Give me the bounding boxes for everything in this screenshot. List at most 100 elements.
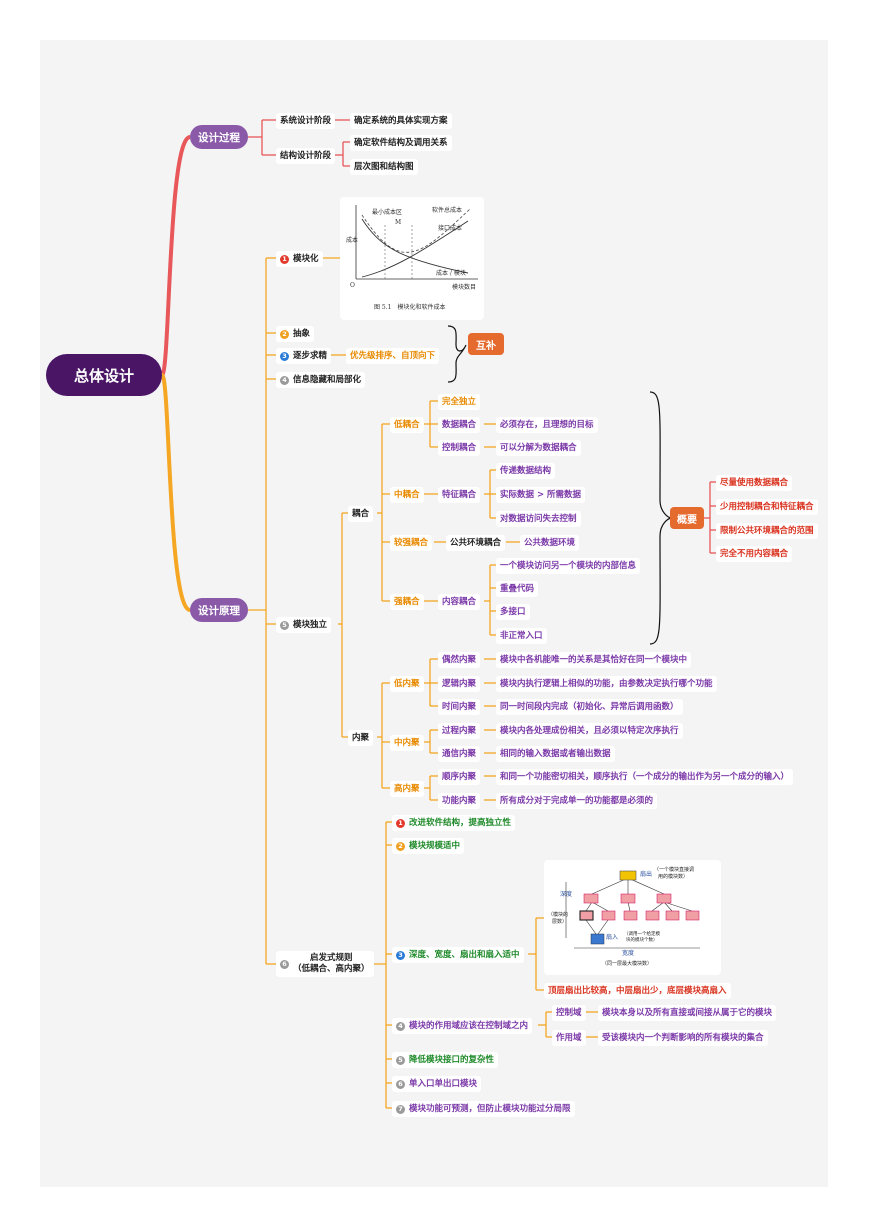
rule-label: 模块规模适中 <box>409 841 461 851</box>
logical-cohesion-desc[interactable]: 模块内执行逻辑上相似的功能，由参数决定执行哪个功能 <box>496 676 717 692</box>
rule-2[interactable]: 2 模块规模适中 <box>392 838 465 854</box>
stage-structure-child-1[interactable]: 确定软件结构及调用关系 <box>350 135 452 151</box>
strong-coupling[interactable]: 强耦合 <box>390 594 424 610</box>
stamp-item-3[interactable]: 对数据访问失去控制 <box>496 511 581 527</box>
number-badge: 6 <box>396 1080 405 1089</box>
principle-label: 抽象 <box>293 329 311 339</box>
fanout-note-2: 用的模块数） <box>658 873 688 880</box>
full-independence[interactable]: 完全独立 <box>438 394 481 410</box>
rule-3-note[interactable]: 顶层扇出比较高，中层扇出少，底层模块高扇入 <box>544 983 731 999</box>
functional-cohesion[interactable]: 功能内聚 <box>438 793 481 809</box>
control-domain[interactable]: 控制域 <box>552 1005 586 1021</box>
principle-module-independence[interactable]: 5 模块独立 <box>276 617 332 633</box>
module-cost-label: 成本 / 模块 <box>436 269 466 277</box>
functional-cohesion-desc[interactable]: 所有成分对于完成单一的功能都是必须的 <box>496 793 658 809</box>
temporal-cohesion-desc[interactable]: 同一时间段内完成（初始化、异常后调用函数） <box>496 699 683 715</box>
content-item-1[interactable]: 一个模块访问另一个模块的内部信息 <box>496 558 641 574</box>
fanout-label: 扇出 <box>640 870 652 878</box>
coupling-node[interactable]: 耦合 <box>348 506 374 522</box>
rule-label: 模块功能可预测，但防止模块功能过分局限 <box>409 1104 571 1114</box>
procedural-cohesion[interactable]: 过程内聚 <box>438 723 481 739</box>
rule-6[interactable]: 6 单入口单出口模块 <box>392 1076 482 1092</box>
stage-structure-design[interactable]: 结构设计阶段 <box>276 148 336 164</box>
data-coupling-desc[interactable]: 必须存在，且理想的目标 <box>496 417 598 433</box>
control-coupling[interactable]: 控制耦合 <box>438 440 481 456</box>
common-coupling[interactable]: 公共环境耦合 <box>446 535 506 551</box>
width-label: 宽度 <box>622 949 634 957</box>
sequential-cohesion-desc[interactable]: 和同一个功能密切相关，顺序执行（一个成分的输出作为另一个成分的输入） <box>496 769 794 785</box>
rule-label: 单入口单出口模块 <box>409 1079 478 1089</box>
summary-item-3[interactable]: 限制公共环境耦合的范围 <box>716 523 818 539</box>
stage-system-design[interactable]: 系统设计阶段 <box>276 113 336 129</box>
control-domain-desc[interactable]: 模块本身以及所有直接或间接从属于它的模块 <box>598 1005 777 1021</box>
number-badge: 2 <box>396 842 405 851</box>
depth-label: 深度 <box>560 890 572 898</box>
stage-structure-child-2[interactable]: 层次图和结构图 <box>350 159 418 175</box>
content-item-3[interactable]: 多接口 <box>496 604 530 620</box>
number-badge: 1 <box>396 819 405 828</box>
content-coupling[interactable]: 内容耦合 <box>438 594 481 610</box>
structure-chart-figure: 扇出 （一个模块直接调 用的模块数） 深度 （模块的 层数） 扇入 （调用一个给… <box>544 860 721 975</box>
width-note: （同一层最大模块数） <box>602 960 652 967</box>
fanin-note-1: （调用一个给定模 <box>624 930 660 937</box>
sequential-cohesion[interactable]: 顺序内聚 <box>438 769 481 785</box>
low-coupling[interactable]: 低耦合 <box>390 417 424 433</box>
summary-item-4[interactable]: 完全不用内容耦合 <box>716 546 793 562</box>
stronger-coupling[interactable]: 较强耦合 <box>390 535 433 551</box>
m-label: M <box>395 219 401 226</box>
procedural-cohesion-desc[interactable]: 模块内各处理成份相关，且必须以特定次序执行 <box>496 723 683 739</box>
stamp-coupling[interactable]: 特征耦合 <box>438 487 481 503</box>
fanout-note-1: （一个模块直接调 <box>654 866 694 873</box>
summary-tag[interactable]: 概要 <box>670 507 704 529</box>
principle-heuristic-rules[interactable]: 6 启发式规则 （低耦合、高内聚） <box>276 951 374 977</box>
coincidental-cohesion[interactable]: 偶然内聚 <box>438 652 481 668</box>
number-badge: 6 <box>280 959 289 969</box>
coincidental-cohesion-desc[interactable]: 模块中各机能唯一的关系是其恰好在同一个模块中 <box>496 652 692 668</box>
logical-cohesion[interactable]: 逻辑内聚 <box>438 676 481 692</box>
refinement-detail[interactable]: 优先级排序、自顶向下 <box>346 348 440 364</box>
cost-chart: 最小成本区 M 软件总成本 接口成本 成本 / 模块 成本 模块数目 O 图 5… <box>346 205 478 311</box>
mid-cohesion[interactable]: 中内聚 <box>390 735 424 751</box>
low-cohesion[interactable]: 低内聚 <box>390 676 424 692</box>
complement-tag[interactable]: 互补 <box>468 333 504 355</box>
scope-domain-desc[interactable]: 受该模块内一个判断影响的所有模块的集合 <box>598 1030 768 1046</box>
summary-item-2[interactable]: 少用控制耦合和特征耦合 <box>716 499 818 515</box>
stage-system-design-child[interactable]: 确定系统的具体实现方案 <box>350 113 452 129</box>
mid-coupling[interactable]: 中耦合 <box>390 487 424 503</box>
summary-item-1[interactable]: 尽量使用数据耦合 <box>716 475 793 491</box>
structure-chart: 扇出 （一个模块直接调 用的模块数） 深度 （模块的 层数） 扇入 （调用一个给… <box>548 866 700 967</box>
number-badge: 4 <box>396 1022 405 1031</box>
high-cohesion[interactable]: 高内聚 <box>390 781 424 797</box>
communicational-cohesion-desc[interactable]: 相同的输入数据或者输出数据 <box>496 746 615 762</box>
stamp-item-2[interactable]: 实际数据 > 所需数据 <box>496 487 586 503</box>
control-coupling-desc[interactable]: 可以分解为数据耦合 <box>496 440 581 456</box>
communicational-cohesion[interactable]: 通信内聚 <box>438 746 481 762</box>
content-item-2[interactable]: 重叠代码 <box>496 581 539 597</box>
content-item-4[interactable]: 非正常入口 <box>496 628 547 644</box>
branch-design-principles[interactable]: 设计原理 <box>190 598 248 622</box>
branch-design-process[interactable]: 设计过程 <box>190 125 248 149</box>
number-badge: 5 <box>280 621 289 630</box>
fanin-label: 扇入 <box>606 933 618 941</box>
depth-note-2: 层数） <box>552 918 567 925</box>
stamp-item-1[interactable]: 传递数据结构 <box>496 463 556 479</box>
scope-domain[interactable]: 作用域 <box>552 1030 586 1046</box>
data-coupling[interactable]: 数据耦合 <box>438 417 481 433</box>
principle-label: 启发式规则 （低耦合、高内聚） <box>293 953 370 974</box>
temporal-cohesion[interactable]: 时间内聚 <box>438 699 481 715</box>
common-coupling-desc[interactable]: 公共数据环境 <box>520 535 580 551</box>
cohesion-node[interactable]: 内聚 <box>348 730 374 746</box>
root-node[interactable]: 总体设计 <box>46 354 162 396</box>
principle-label: 模块独立 <box>293 620 328 630</box>
principle-label: 信息隐藏和局部化 <box>293 375 362 385</box>
